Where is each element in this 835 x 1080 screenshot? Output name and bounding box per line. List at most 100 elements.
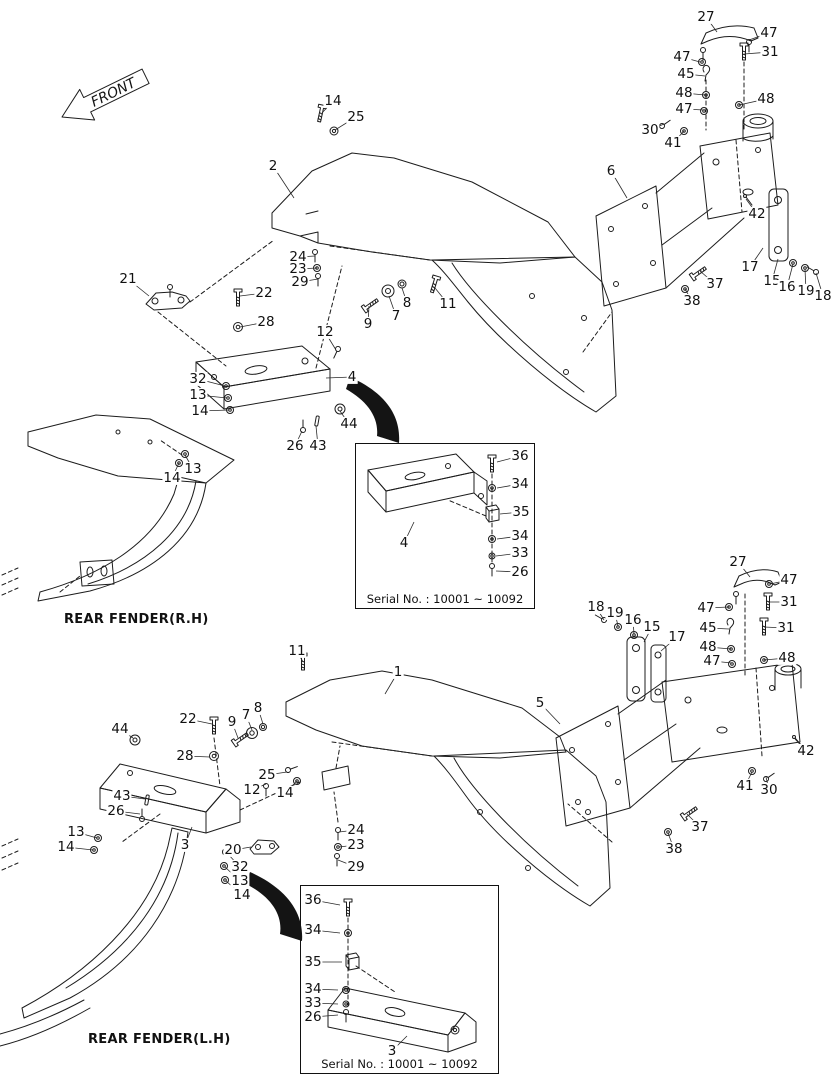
- part-number-label: 47: [779, 571, 799, 588]
- part-number-label: 15: [642, 618, 662, 635]
- part-number-label: 29: [290, 273, 310, 290]
- part-number-label: 8: [252, 699, 264, 716]
- part-number-label: 26: [510, 563, 530, 580]
- part-number-label: 38: [664, 840, 684, 857]
- part-number-label: 31: [760, 43, 780, 60]
- part-number-label: 24: [346, 821, 366, 838]
- part-number-label: 36: [303, 891, 323, 908]
- part-number-label: 11: [438, 295, 458, 312]
- part-number-label: 48: [698, 638, 718, 655]
- part-number-label: 42: [747, 205, 767, 222]
- part-number-label: 13: [188, 386, 208, 403]
- part-number-label: 6: [605, 162, 617, 179]
- part-number-label: 24: [288, 248, 308, 265]
- part-number-label: 14: [162, 469, 182, 486]
- part-number-label: 32: [230, 858, 250, 875]
- part-number-label: 20: [223, 841, 243, 858]
- part-number-label: 26: [303, 1008, 323, 1025]
- part-number-label: 14: [190, 402, 210, 419]
- part-number-label: 14: [232, 886, 252, 903]
- caption-rear-fender-rh: REAR FENDER(R.H): [64, 612, 209, 627]
- part-number-label: 15: [762, 272, 782, 289]
- part-number-label: 26: [106, 802, 126, 819]
- part-number-label: 17: [740, 258, 760, 275]
- part-number-label: 45: [698, 619, 718, 636]
- part-number-label: 25: [346, 108, 366, 125]
- part-number-label: 2: [267, 157, 279, 174]
- part-number-label: 21: [118, 270, 138, 287]
- part-number-label: 11: [287, 642, 307, 659]
- lower-support-art: [555, 569, 803, 843]
- part-number-label: 34: [303, 980, 323, 997]
- part-number-label: 3: [179, 836, 191, 853]
- part-number-label: 12: [315, 323, 335, 340]
- part-number-label: 19: [605, 604, 625, 621]
- part-number-label: 34: [510, 475, 530, 492]
- upper-support-art: [582, 25, 820, 353]
- lower-bracket-art: [90, 716, 301, 884]
- part-number-label: 44: [339, 415, 359, 432]
- part-number-label: 23: [288, 260, 308, 277]
- part-number-label: 22: [178, 710, 198, 727]
- inset-rh-art: [367, 453, 500, 577]
- part-number-label: 28: [175, 747, 195, 764]
- part-number-label: 47: [696, 599, 716, 616]
- part-number-label: 26: [285, 437, 305, 454]
- part-number-label: 48: [777, 649, 797, 666]
- caption-rear-fender-lh: REAR FENDER(L.H): [88, 1032, 231, 1047]
- part-number-label: 42: [796, 742, 816, 759]
- part-number-label: 4: [346, 368, 358, 385]
- part-number-label: 27: [696, 8, 716, 25]
- part-number-label: 14: [56, 838, 76, 855]
- part-number-label: 22: [254, 284, 274, 301]
- part-number-label: 48: [674, 84, 694, 101]
- part-number-label: 47: [759, 24, 779, 41]
- part-number-label: 14: [275, 784, 295, 801]
- part-number-label: 7: [390, 307, 402, 324]
- part-number-label: 1: [392, 663, 404, 680]
- part-number-label: 44: [110, 720, 130, 737]
- upper-bracket-art: [145, 239, 346, 467]
- part-number-label: 12: [242, 781, 262, 798]
- part-number-label: 18: [813, 287, 833, 304]
- part-number-label: 43: [112, 787, 132, 804]
- part-number-label: 13: [230, 872, 250, 889]
- part-number-label: 34: [510, 527, 530, 544]
- part-number-label: 4: [398, 534, 410, 551]
- part-number-label: 43: [308, 437, 328, 454]
- upper-fender-art: [271, 103, 617, 413]
- part-number-label: 19: [796, 282, 816, 299]
- lower-fender-art: [263, 652, 611, 907]
- part-number-label: 34: [303, 921, 323, 938]
- part-number-label: 5: [534, 694, 546, 711]
- part-number-label: 47: [672, 48, 692, 65]
- part-number-label: 23: [346, 836, 366, 853]
- part-number-label: 31: [779, 593, 799, 610]
- part-number-label: 8: [401, 294, 413, 311]
- part-number-label: 35: [303, 953, 323, 970]
- part-number-label: 3: [386, 1042, 398, 1059]
- part-number-label: 32: [188, 370, 208, 387]
- part-number-label: 45: [676, 65, 696, 82]
- part-number-label: 25: [257, 766, 277, 783]
- part-number-label: 48: [756, 90, 776, 107]
- part-number-label: 14: [323, 92, 343, 109]
- inset-lh-art: [327, 898, 477, 1053]
- part-number-label: 47: [702, 652, 722, 669]
- part-number-label: 37: [690, 818, 710, 835]
- part-number-label: 36: [510, 447, 530, 464]
- part-number-label: 30: [640, 121, 660, 138]
- part-number-label: 41: [663, 134, 683, 151]
- part-number-label: 37: [705, 275, 725, 292]
- part-number-label: 13: [183, 460, 203, 477]
- part-number-label: 9: [226, 713, 238, 730]
- part-number-label: 33: [303, 994, 323, 1011]
- part-number-label: 47: [674, 100, 694, 117]
- part-number-label: 9: [362, 315, 374, 332]
- fender-rh-art: [1, 414, 235, 602]
- part-number-label: 29: [346, 858, 366, 875]
- part-number-label: 33: [510, 544, 530, 561]
